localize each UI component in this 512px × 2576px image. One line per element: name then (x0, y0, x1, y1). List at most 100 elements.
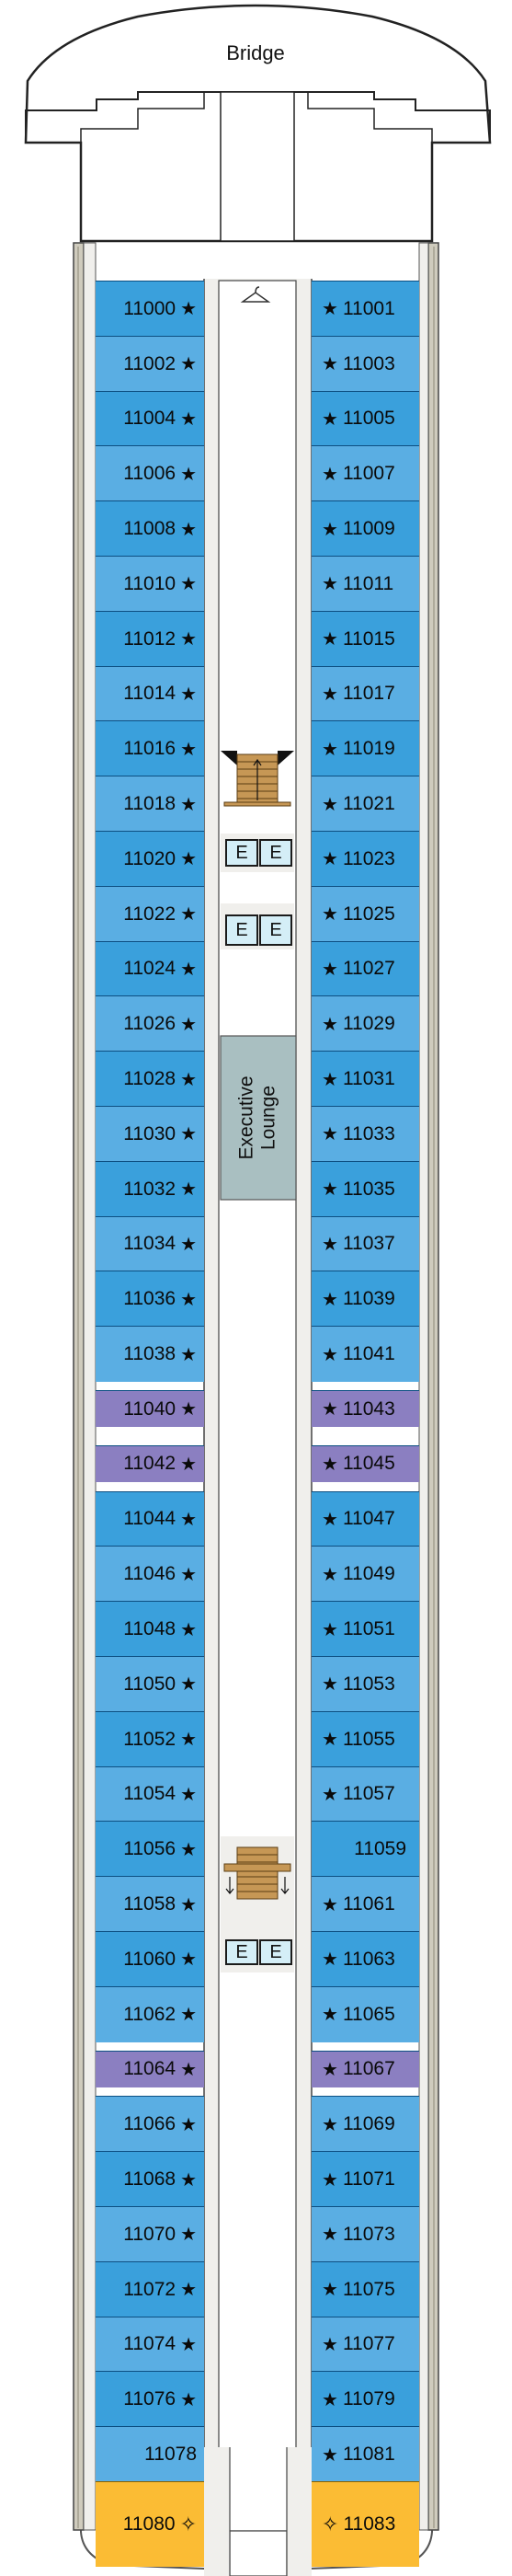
cabin-11043[interactable]: ★11043 (312, 1390, 419, 1427)
cabin-11016[interactable]: 11016★ (96, 720, 204, 777)
cabin-number: 11067 (342, 2058, 395, 2080)
cabin-11044[interactable]: 11044★ (96, 1490, 204, 1547)
cabin-11024[interactable]: 11024★ (96, 940, 204, 997)
cabin-11051[interactable]: ★11051 (312, 1601, 419, 1657)
cabin-11062[interactable]: 11062★ (96, 1985, 204, 2042)
cabin-11046[interactable]: 11046★ (96, 1546, 204, 1603)
cabin-11023[interactable]: ★11023 (312, 831, 419, 887)
cabin-11012[interactable]: 11012★ (96, 610, 204, 667)
cabin-11014[interactable]: 11014★ (96, 665, 204, 722)
cabin-11057[interactable]: ★11057 (312, 1765, 419, 1823)
cabin-11045[interactable]: ★11045 (312, 1444, 419, 1482)
cabin-11056[interactable]: 11056★ (96, 1821, 204, 1878)
cabin-11019[interactable]: ★11019 (312, 720, 419, 777)
cabin-11001[interactable]: ★11001 (312, 281, 419, 337)
cabin-11047[interactable]: ★11047 (312, 1490, 419, 1547)
cabin-11003[interactable]: ★11003 (312, 335, 419, 392)
cabin-11071[interactable]: ★11071 (312, 2151, 419, 2207)
cabin-11002[interactable]: 11002★ (96, 335, 204, 392)
star-icon: ★ (180, 684, 197, 705)
cabin-11040[interactable]: 11040★ (96, 1390, 204, 1427)
cabin-11031[interactable]: ★11031 (312, 1051, 419, 1107)
cabin-11063[interactable]: ★11063 (312, 1931, 419, 1987)
cabin-11060[interactable]: 11060★ (96, 1931, 204, 1987)
cabin-11020[interactable]: 11020★ (96, 831, 204, 887)
cabin-11075[interactable]: ★11075 (312, 2260, 419, 2317)
cabin-11028[interactable]: 11028★ (96, 1051, 204, 1107)
cabin-11054[interactable]: 11054★ (96, 1765, 204, 1823)
cabin-11078[interactable]: 11078 (96, 2426, 204, 2482)
cabin-11058[interactable]: 11058★ (96, 1876, 204, 1932)
cabin-11068[interactable]: 11068★ (96, 2151, 204, 2207)
cabin-11025[interactable]: ★11025 (312, 885, 419, 942)
cabin-11067[interactable]: ★11067 (312, 2050, 419, 2087)
cabin-11081[interactable]: ★11081 (312, 2426, 419, 2482)
cabin-11039[interactable]: ★11039 (312, 1271, 419, 1328)
cabin-11034[interactable]: 11034★ (96, 1215, 204, 1272)
cabin-11070[interactable]: 11070★ (96, 2206, 204, 2262)
star-icon: ★ (322, 464, 338, 485)
star-icon: ★ (180, 464, 197, 485)
star-icon: ★ (322, 1564, 338, 1585)
cabin-11032[interactable]: 11032★ (96, 1160, 204, 1217)
cabin-11035[interactable]: ★11035 (312, 1160, 419, 1217)
cabin-11017[interactable]: ★11017 (312, 665, 419, 722)
cabin-11038[interactable]: 11038★ (96, 1326, 204, 1382)
cabin-number: 11054 (123, 1783, 176, 1805)
cabin-11005[interactable]: ★11005 (312, 390, 419, 447)
cabin-11074[interactable]: 11074★ (96, 2316, 204, 2373)
cabin-11029[interactable]: ★11029 (312, 995, 419, 1052)
star-icon: ★ (180, 1344, 197, 1365)
cabin-11048[interactable]: 11048★ (96, 1601, 204, 1657)
star-icon: ★ (180, 1674, 197, 1696)
cabin-11041[interactable]: ★11041 (312, 1326, 419, 1382)
cabin-number: 11032 (123, 1178, 176, 1200)
cabin-11010[interactable]: 11010★ (96, 556, 204, 612)
cabin-11026[interactable]: 11026★ (96, 995, 204, 1052)
cabin-11066[interactable]: 11066★ (96, 2096, 204, 2153)
star-icon: ★ (322, 1509, 338, 1530)
cabin-11079[interactable]: ★11079 (312, 2371, 419, 2428)
cabin-11065[interactable]: ★11065 (312, 1985, 419, 2042)
cabin-number: 11041 (342, 1343, 395, 1365)
cabin-11076[interactable]: 11076★ (96, 2371, 204, 2428)
cabin-11072[interactable]: 11072★ (96, 2260, 204, 2317)
cabin-11042[interactable]: 11042★ (96, 1444, 204, 1482)
cabin-number: 11023 (342, 847, 395, 869)
star-icon: ★ (322, 2444, 338, 2466)
elevator: E (259, 1939, 292, 1965)
cabin-11008[interactable]: 11008★ (96, 500, 204, 557)
cabin-number: 11036 (123, 1288, 176, 1310)
cabin-11061[interactable]: ★11061 (312, 1876, 419, 1932)
cabin-11055[interactable]: ★11055 (312, 1710, 419, 1767)
cabin-11083[interactable]: ✧11083 (312, 2481, 419, 2567)
cabin-11069[interactable]: ★11069 (312, 2096, 419, 2153)
cabin-11006[interactable]: 11006★ (96, 445, 204, 502)
cabin-11052[interactable]: 11052★ (96, 1710, 204, 1767)
cabin-11073[interactable]: ★11073 (312, 2206, 419, 2262)
cabin-11080[interactable]: 11080✧ (96, 2481, 204, 2567)
cabin-11027[interactable]: ★11027 (312, 940, 419, 997)
cabin-11037[interactable]: ★11037 (312, 1215, 419, 1272)
cabin-11077[interactable]: ★11077 (312, 2316, 419, 2373)
cabin-11004[interactable]: 11004★ (96, 390, 204, 447)
cabin-11033[interactable]: ★11033 (312, 1106, 419, 1162)
cabin-11022[interactable]: 11022★ (96, 885, 204, 942)
cabin-11064[interactable]: 11064★ (96, 2050, 204, 2087)
cabin-11015[interactable]: ★11015 (312, 610, 419, 667)
cabin-11059[interactable]: 11059 (312, 1821, 419, 1878)
star-icon: ★ (322, 794, 338, 815)
cabin-11009[interactable]: ★11009 (312, 500, 419, 557)
cabin-11053[interactable]: ★11053 (312, 1656, 419, 1712)
cabin-11050[interactable]: 11050★ (96, 1656, 204, 1712)
cabin-11021[interactable]: ★11021 (312, 776, 419, 832)
cabin-11030[interactable]: 11030★ (96, 1106, 204, 1162)
cabin-11036[interactable]: 11036★ (96, 1271, 204, 1328)
cabin-11049[interactable]: ★11049 (312, 1546, 419, 1603)
cabin-number: 11030 (123, 1122, 176, 1144)
cabin-11007[interactable]: ★11007 (312, 445, 419, 502)
cabin-11011[interactable]: ★11011 (312, 556, 419, 612)
cabin-11018[interactable]: 11018★ (96, 776, 204, 832)
cabin-number: 11042 (123, 1453, 176, 1475)
cabin-11000[interactable]: 11000★ (96, 281, 204, 337)
